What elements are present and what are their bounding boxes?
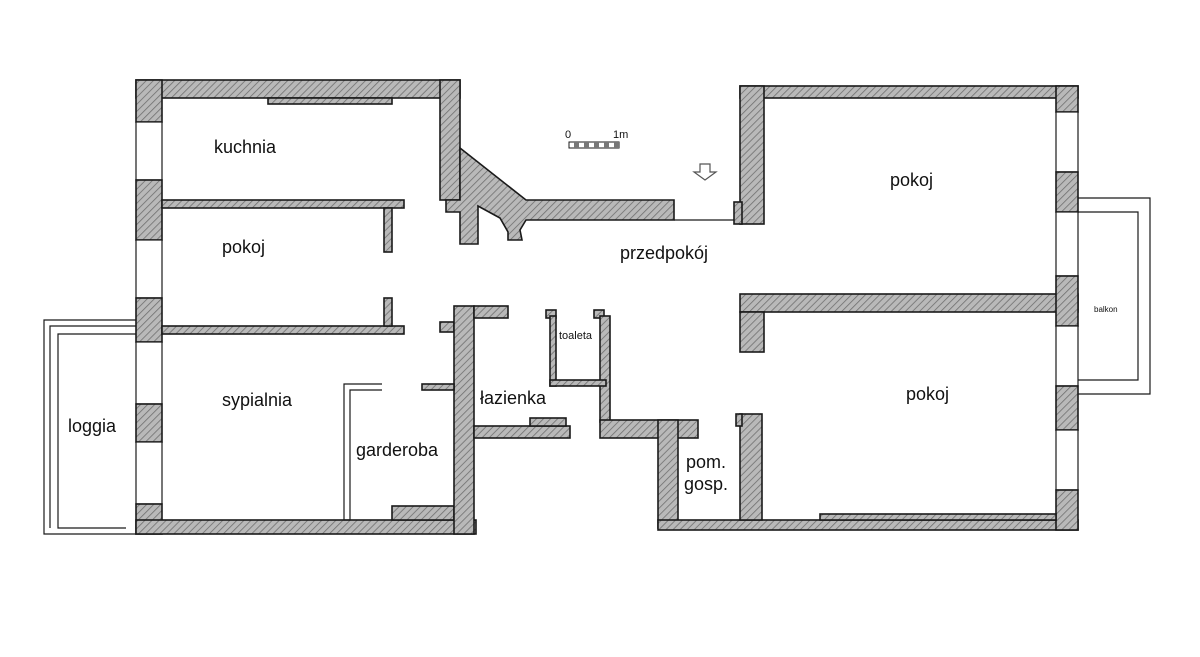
wall-bathroom-top-stub xyxy=(473,305,509,319)
window-left-4 xyxy=(135,441,163,505)
room-labels: kuchnia pokoj sypialnia loggia garderoba… xyxy=(68,137,1118,494)
label-utility-line2: gosp. xyxy=(684,474,728,494)
entrance-arrow-icon xyxy=(692,163,718,181)
wall-top-left-thick xyxy=(267,97,393,105)
wall-right-4 xyxy=(1055,385,1079,431)
wall-room-bedroom-jamb xyxy=(383,297,393,327)
scale-one-label: 1m xyxy=(613,129,628,141)
window-right-3 xyxy=(1055,325,1079,387)
wall-kitchen-room xyxy=(161,199,405,209)
wall-diagonal xyxy=(445,146,675,245)
wardrobe-wall xyxy=(343,383,382,521)
wall-top-right xyxy=(739,85,1079,99)
wall-bottom-right-thick xyxy=(819,513,1057,521)
loggia-inner-2 xyxy=(57,333,136,529)
wall-corridor-bottom xyxy=(599,419,699,439)
label-wardrobe: garderoba xyxy=(356,440,439,460)
wardrobe-stub xyxy=(421,383,455,391)
wall-right-room-left-jamb xyxy=(733,201,743,225)
wall-utility-right xyxy=(739,413,763,521)
toilet-right-jamb xyxy=(593,309,605,319)
wall-right-rooms-divider xyxy=(739,293,1079,313)
wall-right-2 xyxy=(1055,171,1079,213)
scale-bar: 0 1m xyxy=(565,129,628,149)
scale-bar-segment-3 xyxy=(594,142,599,148)
window-right-2 xyxy=(1055,211,1079,277)
wall-corridor-step xyxy=(657,419,679,529)
wall-room-bedroom xyxy=(161,325,405,335)
wall-kitchen-right xyxy=(439,79,461,201)
loggia-outline xyxy=(43,319,136,535)
window-left-1 xyxy=(135,121,163,181)
toilet-bottom-wall xyxy=(549,379,607,387)
window-left-3 xyxy=(135,341,163,405)
wall-utility-jamb xyxy=(735,413,743,427)
wall-top-left xyxy=(135,79,461,99)
toilet-right-wall xyxy=(599,315,611,423)
wall-bottom-left xyxy=(135,519,477,535)
wall-right-room-left xyxy=(739,85,765,225)
label-toilet: toaleta xyxy=(559,330,593,342)
toilet-left-wall xyxy=(549,315,557,387)
left-wing-walls xyxy=(135,79,675,535)
window-right-1 xyxy=(1055,111,1079,173)
scale-bar-segment-4 xyxy=(604,142,609,148)
wall-right-3 xyxy=(1055,275,1079,327)
loggia-inner-1 xyxy=(49,325,136,528)
scale-bar-segment-1 xyxy=(574,142,579,148)
window-right-4 xyxy=(1055,429,1079,491)
loggia-outer xyxy=(43,319,136,535)
wall-bottom-left-thick xyxy=(391,505,455,521)
scale-bar-segment-2 xyxy=(584,142,589,148)
wall-bathroom-bottom xyxy=(473,425,571,439)
label-kitchen: kuchnia xyxy=(214,137,277,157)
label-loggia: loggia xyxy=(68,416,117,436)
balcony-outline xyxy=(1078,197,1151,395)
scale-zero-label: 0 xyxy=(565,129,571,141)
wall-left-4 xyxy=(135,403,163,443)
label-room-left: pokoj xyxy=(222,237,265,257)
label-balcony: balkon xyxy=(1094,305,1118,314)
center-walls xyxy=(473,219,1079,531)
scale-bar-segment-5 xyxy=(614,142,619,148)
label-room-bottom-right: pokoj xyxy=(906,384,949,404)
balcony-outer xyxy=(1078,197,1151,395)
label-utility-line1: pom. xyxy=(686,452,726,472)
label-room-top-right: pokoj xyxy=(890,170,933,190)
wall-left-3 xyxy=(135,297,163,343)
window-left-2 xyxy=(135,239,163,299)
balcony-inner xyxy=(1078,211,1139,381)
wall-right-5 xyxy=(1055,489,1079,531)
label-bedroom: sypialnia xyxy=(222,390,293,410)
wall-utility-bottom xyxy=(657,519,1079,531)
wall-bathroom-bottom-bump xyxy=(529,417,567,427)
wall-right-1 xyxy=(1055,85,1079,113)
wall-left-1 xyxy=(135,79,163,123)
wall-left-2 xyxy=(135,179,163,241)
label-bathroom: łazienka xyxy=(480,388,547,408)
right-wing-walls xyxy=(733,85,1079,531)
wall-bathroom-left xyxy=(453,305,475,535)
label-hallway: przedpokój xyxy=(620,243,708,263)
wall-right-divider-stub xyxy=(739,311,765,353)
wall-kitchen-room-jamb xyxy=(383,207,393,253)
wall-bedroom-right-top xyxy=(439,321,455,333)
